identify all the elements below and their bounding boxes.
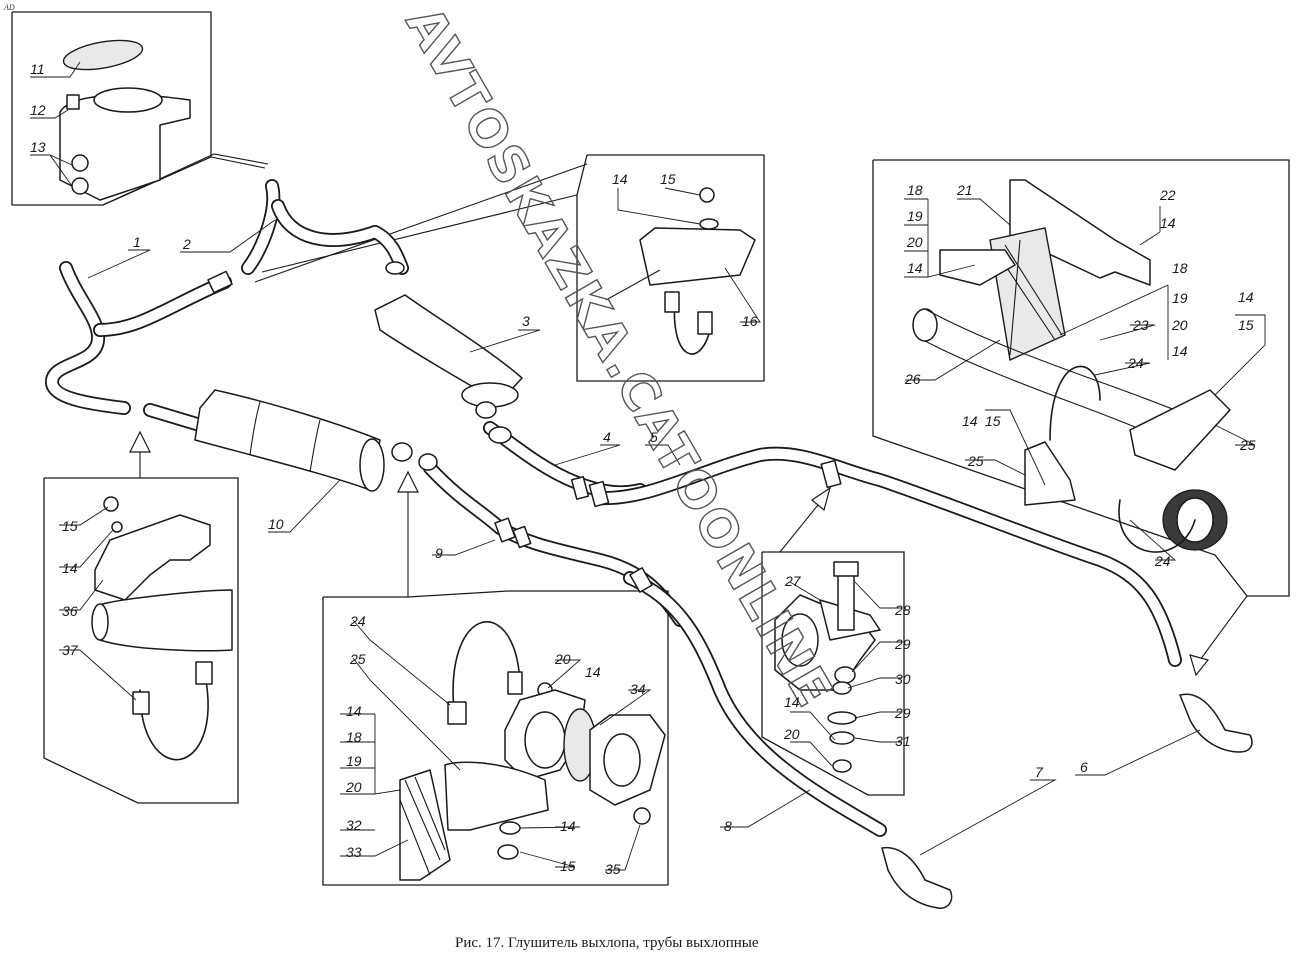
corner-mark: AD — [3, 3, 15, 12]
part-label: 19 — [907, 208, 923, 224]
part-label: 10 — [268, 516, 284, 532]
part-label: 14 — [560, 818, 576, 834]
part-label: 9 — [435, 545, 443, 561]
part-label: 20 — [906, 234, 923, 250]
part-label: 35 — [605, 861, 621, 877]
part-label: 18 — [346, 729, 362, 745]
part-label: 14 — [1160, 215, 1176, 231]
part-label: 30 — [895, 671, 911, 687]
exhaust-pipes — [45, 179, 1182, 837]
part-label: 20 — [783, 726, 800, 742]
part-label: 15 — [1238, 317, 1254, 333]
part-label: 29 — [894, 705, 911, 721]
part-label: 5 — [650, 429, 658, 445]
part-label: 1 — [133, 234, 141, 250]
part-label: 18 — [1172, 260, 1188, 276]
part-label: 20 — [1171, 317, 1188, 333]
callout-arrows — [129, 430, 1248, 677]
part-label: 15 — [560, 858, 576, 874]
part-label: 4 — [603, 429, 611, 445]
part-label: 20 — [345, 779, 362, 795]
tail-pipe-6 — [1179, 693, 1253, 753]
part-label: 14 — [962, 413, 978, 429]
part-label: 6 — [1080, 759, 1088, 775]
part-label: 36 — [62, 603, 78, 619]
part-label: 15 — [985, 413, 1001, 429]
part-label: 24 — [1127, 355, 1144, 371]
figure-caption: Рис. 17. Глушитель выхлопа, трубы выхлоп… — [455, 935, 759, 951]
part-label: 24 — [349, 613, 366, 629]
front-clamp-detail — [91, 496, 233, 761]
part-label: 25 — [349, 651, 366, 667]
part-label: 28 — [894, 602, 911, 618]
part-label: 14 — [1238, 289, 1254, 305]
rear-mount-detail — [912, 179, 1231, 553]
part-label: 15 — [660, 171, 676, 187]
part-label: 18 — [907, 182, 923, 198]
bracket-detail — [774, 561, 881, 773]
part-label: 2 — [182, 236, 191, 252]
muffler-10 — [194, 389, 438, 492]
part-label: 14 — [1172, 343, 1188, 359]
part-label: 22 — [1159, 187, 1176, 203]
flange-mount-detail — [399, 621, 666, 881]
part-label: 19 — [1172, 290, 1188, 306]
part-label: 14 — [62, 560, 78, 576]
part-label: 32 — [346, 817, 362, 833]
part-label: 8 — [724, 818, 732, 834]
part-label: 13 — [30, 139, 46, 155]
part-label: 31 — [895, 733, 911, 749]
muffler-3 — [374, 261, 523, 444]
part-label: 14 — [612, 171, 628, 187]
part-label: 11 — [30, 61, 45, 77]
inset-bracket-box — [761, 551, 905, 796]
part-label: 19 — [346, 753, 362, 769]
part-label: 27 — [784, 573, 802, 589]
leader-lines — [30, 61, 1266, 871]
part-label: 14 — [585, 664, 601, 680]
part-label: 14 — [346, 703, 362, 719]
part-label: 14 — [907, 260, 923, 276]
part-label: 34 — [630, 681, 646, 697]
part-label: 26 — [904, 371, 921, 387]
flange-detail — [59, 39, 191, 201]
part-label: 25 — [967, 453, 984, 469]
part-label: 24 — [1154, 553, 1171, 569]
part-label: 29 — [894, 636, 911, 652]
inset-clamp-box — [254, 154, 765, 382]
part-label: 21 — [956, 182, 973, 198]
part-label: 23 — [1132, 317, 1149, 333]
part-label: 20 — [554, 651, 571, 667]
part-label: 3 — [522, 313, 530, 329]
part-label: 14 — [784, 694, 800, 710]
part-label: 15 — [62, 518, 78, 534]
inset-front-clamp-box — [43, 477, 239, 804]
part-label: 12 — [30, 102, 46, 118]
part-labels: 11 12 13 1 2 3 4 5 6 7 8 9 10 14 15 16 1… — [30, 61, 1256, 877]
part-label: 33 — [346, 844, 362, 860]
part-label: 7 — [1035, 764, 1044, 780]
part-label: 37 — [62, 642, 79, 658]
part-label: 25 — [1239, 437, 1256, 453]
pipe-clamps — [207, 270, 842, 593]
part-label: 16 — [742, 313, 758, 329]
tail-pipe-7 — [881, 846, 953, 909]
